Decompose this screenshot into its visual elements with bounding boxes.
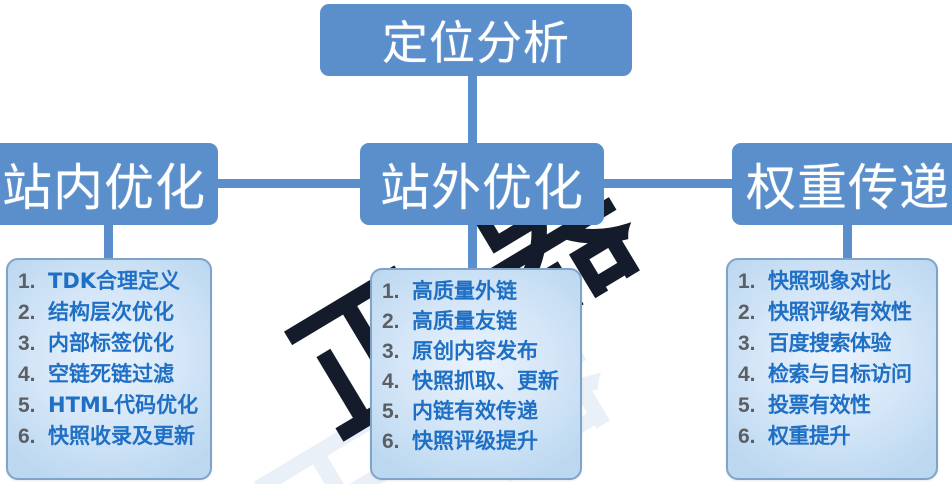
list-item-number: 5.	[18, 394, 36, 417]
list-item-label: 结构层次优化	[48, 300, 174, 324]
list-item-label: 百度搜索体验	[768, 331, 892, 355]
list-item: 5. 内链有效传递	[382, 399, 572, 423]
list-item-number: 1.	[382, 280, 400, 303]
list-box-off-site: 1. 高质量外链 2. 高质量友链 3. 原创内容发布 4. 快照抓取、更新 5…	[370, 268, 582, 480]
list-item: 1. 快照现象对比	[738, 269, 928, 293]
list-item-number: 1.	[738, 270, 756, 293]
list-item: 6. 权重提升	[738, 424, 928, 448]
branch-header-label: 站内优化	[2, 160, 206, 216]
list-item-number: 5.	[382, 400, 400, 423]
list-item-number: 4.	[18, 363, 36, 386]
list-item-label: 快照现象对比	[768, 269, 892, 293]
list-item-number: 2.	[382, 310, 400, 333]
branch-header-on-site[interactable]: 站内优化	[0, 143, 218, 225]
list-item-label: 投票有效性	[768, 393, 871, 417]
list-box-weight-transfer: 1. 快照现象对比 2. 快照评级有效性 3. 百度搜索体验 4. 检索与目标访…	[726, 258, 938, 480]
list-item-number: 5.	[738, 394, 756, 417]
list-item: 3. 百度搜索体验	[738, 331, 928, 355]
list-item-label: 权重提升	[768, 424, 851, 448]
list-item: 2. 结构层次优化	[18, 300, 202, 324]
list-item-label: 快照抓取、更新	[412, 369, 559, 393]
list-item-label: 检索与目标访问	[768, 362, 912, 386]
branch-header-label: 站外优化	[380, 160, 584, 216]
list-item: 3. 原创内容发布	[382, 339, 572, 363]
title-box-label: 定位分析	[382, 17, 570, 69]
list-item-label: 空链死链过滤	[48, 362, 174, 386]
list-item-label: 快照评级提升	[412, 429, 538, 453]
list-item: 2. 高质量友链	[382, 309, 572, 333]
list-item: 1. TDK合理定义	[18, 269, 202, 293]
list-item-number: 6.	[738, 425, 756, 448]
branch-header-weight-transfer[interactable]: 权重传递	[732, 143, 952, 225]
list-item-label: 快照收录及更新	[48, 424, 195, 448]
list-item-number: 6.	[382, 430, 400, 453]
list-item: 3. 内部标签优化	[18, 331, 202, 355]
list-item-label: TDK合理定义	[48, 269, 181, 293]
list-item-number: 3.	[738, 332, 756, 355]
list-item-number: 3.	[382, 340, 400, 363]
branch-header-off-site[interactable]: 站外优化	[360, 143, 604, 225]
list-item: 5. HTML代码优化	[18, 393, 202, 417]
list-item: 2. 快照评级有效性	[738, 300, 928, 324]
list-item-label: 高质量外链	[412, 279, 517, 303]
list-item-label: 高质量友链	[412, 309, 517, 333]
list-item: 5. 投票有效性	[738, 393, 928, 417]
list-item-label: 原创内容发布	[412, 339, 538, 363]
list-item: 4. 空链死链过滤	[18, 362, 202, 386]
connector-title-to-center	[468, 72, 477, 148]
connector-center-drop	[468, 183, 477, 273]
list-item-number: 2.	[18, 301, 36, 324]
branch-header-label: 权重传递	[746, 160, 950, 216]
list-item: 1. 高质量外链	[382, 279, 572, 303]
list-item-label: 内链有效传递	[412, 399, 538, 423]
list-box-on-site: 1. TDK合理定义 2. 结构层次优化 3. 内部标签优化 4. 空链死链过滤…	[6, 258, 212, 480]
list-item-number: 4.	[382, 370, 400, 393]
list-item-number: 4.	[738, 363, 756, 386]
list-item: 4. 检索与目标访问	[738, 362, 928, 386]
list-item: 4. 快照抓取、更新	[382, 369, 572, 393]
list-item-label: 内部标签优化	[48, 331, 174, 355]
title-box-locating-analysis[interactable]: 定位分析	[320, 4, 632, 76]
list-item-number: 3.	[18, 332, 36, 355]
list-item-label: HTML代码优化	[48, 393, 199, 417]
list-item: 6. 快照收录及更新	[18, 424, 202, 448]
list-item-number: 2.	[738, 301, 756, 324]
list-item-number: 6.	[18, 425, 36, 448]
list-item-number: 1.	[18, 270, 36, 293]
list-item-label: 快照评级有效性	[768, 300, 912, 324]
list-item: 6. 快照评级提升	[382, 429, 572, 453]
